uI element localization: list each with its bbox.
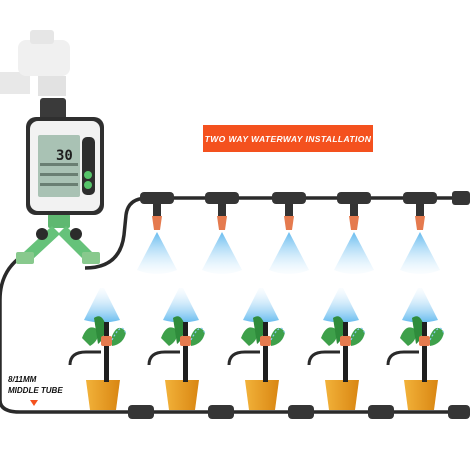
splitter-icon xyxy=(16,214,100,264)
tube-network xyxy=(0,196,470,414)
lower-sprays xyxy=(84,288,438,323)
sprinkler-icon xyxy=(202,192,242,274)
lower-connectors xyxy=(128,405,470,419)
sprinkler-icon xyxy=(334,192,374,274)
upper-emitters xyxy=(137,191,470,274)
timer-display: 30 xyxy=(56,148,73,164)
plant-pot-icon xyxy=(227,316,286,410)
tube-size-label: 8/11MM MIDDLE TUBE xyxy=(8,374,63,396)
arrow-down-icon xyxy=(30,400,38,406)
sprinkler-icon xyxy=(137,192,177,274)
plant-pot-icon xyxy=(147,316,206,410)
sprinkler-icon xyxy=(400,192,440,274)
tube-size-line: 8/11MM xyxy=(8,375,37,384)
faucet-icon xyxy=(0,30,70,96)
sprinkler-icon xyxy=(269,192,309,274)
plant-pot-icon xyxy=(386,316,445,410)
timer-icon: 30 xyxy=(26,98,104,215)
plant-pots xyxy=(68,316,445,410)
tube-name-line: MIDDLE TUBE xyxy=(8,386,63,395)
plant-pot-icon xyxy=(68,316,127,410)
plant-pot-icon xyxy=(307,316,366,410)
installation-banner: TWO WAY WATERWAY INSTALLATION xyxy=(203,125,373,152)
